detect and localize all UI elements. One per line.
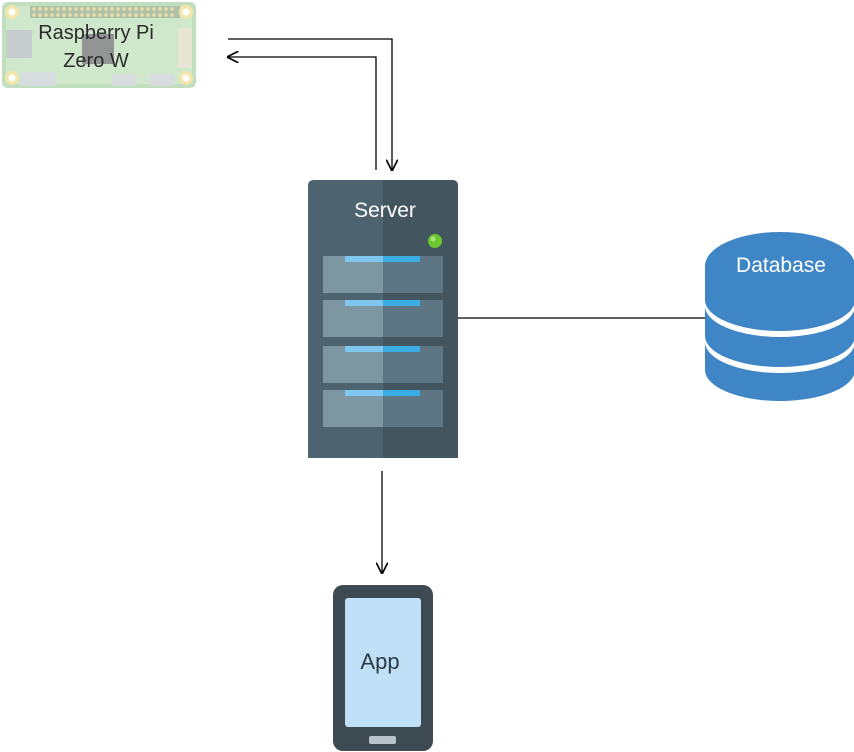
smartphone-icon [333, 585, 433, 751]
raspberry-pi-label-line1: Raspberry Pi [38, 22, 154, 44]
server-label: Server [354, 199, 416, 222]
app-node: App [333, 585, 433, 751]
server-drive-bay [323, 390, 443, 427]
server-drive-bay [323, 300, 443, 337]
app-label: App [360, 649, 399, 674]
connectors [228, 38, 705, 573]
raspberry-pi-board-icon [2, 2, 196, 88]
connector-pi-to-server [228, 38, 392, 170]
server-node: Server [308, 180, 458, 458]
server-drive-bay [323, 346, 443, 383]
connector-server-to-pi [228, 57, 377, 170]
raspberry-pi-label-line2: Zero W [63, 50, 129, 72]
database-label: Database [736, 254, 826, 277]
raspberry-pi-node: Raspberry Pi Zero W [2, 2, 196, 88]
server-rack-icon [308, 180, 458, 458]
database-cylinder-icon [705, 232, 854, 401]
database-node: Database [705, 232, 854, 401]
server-drive-bay [323, 256, 443, 293]
